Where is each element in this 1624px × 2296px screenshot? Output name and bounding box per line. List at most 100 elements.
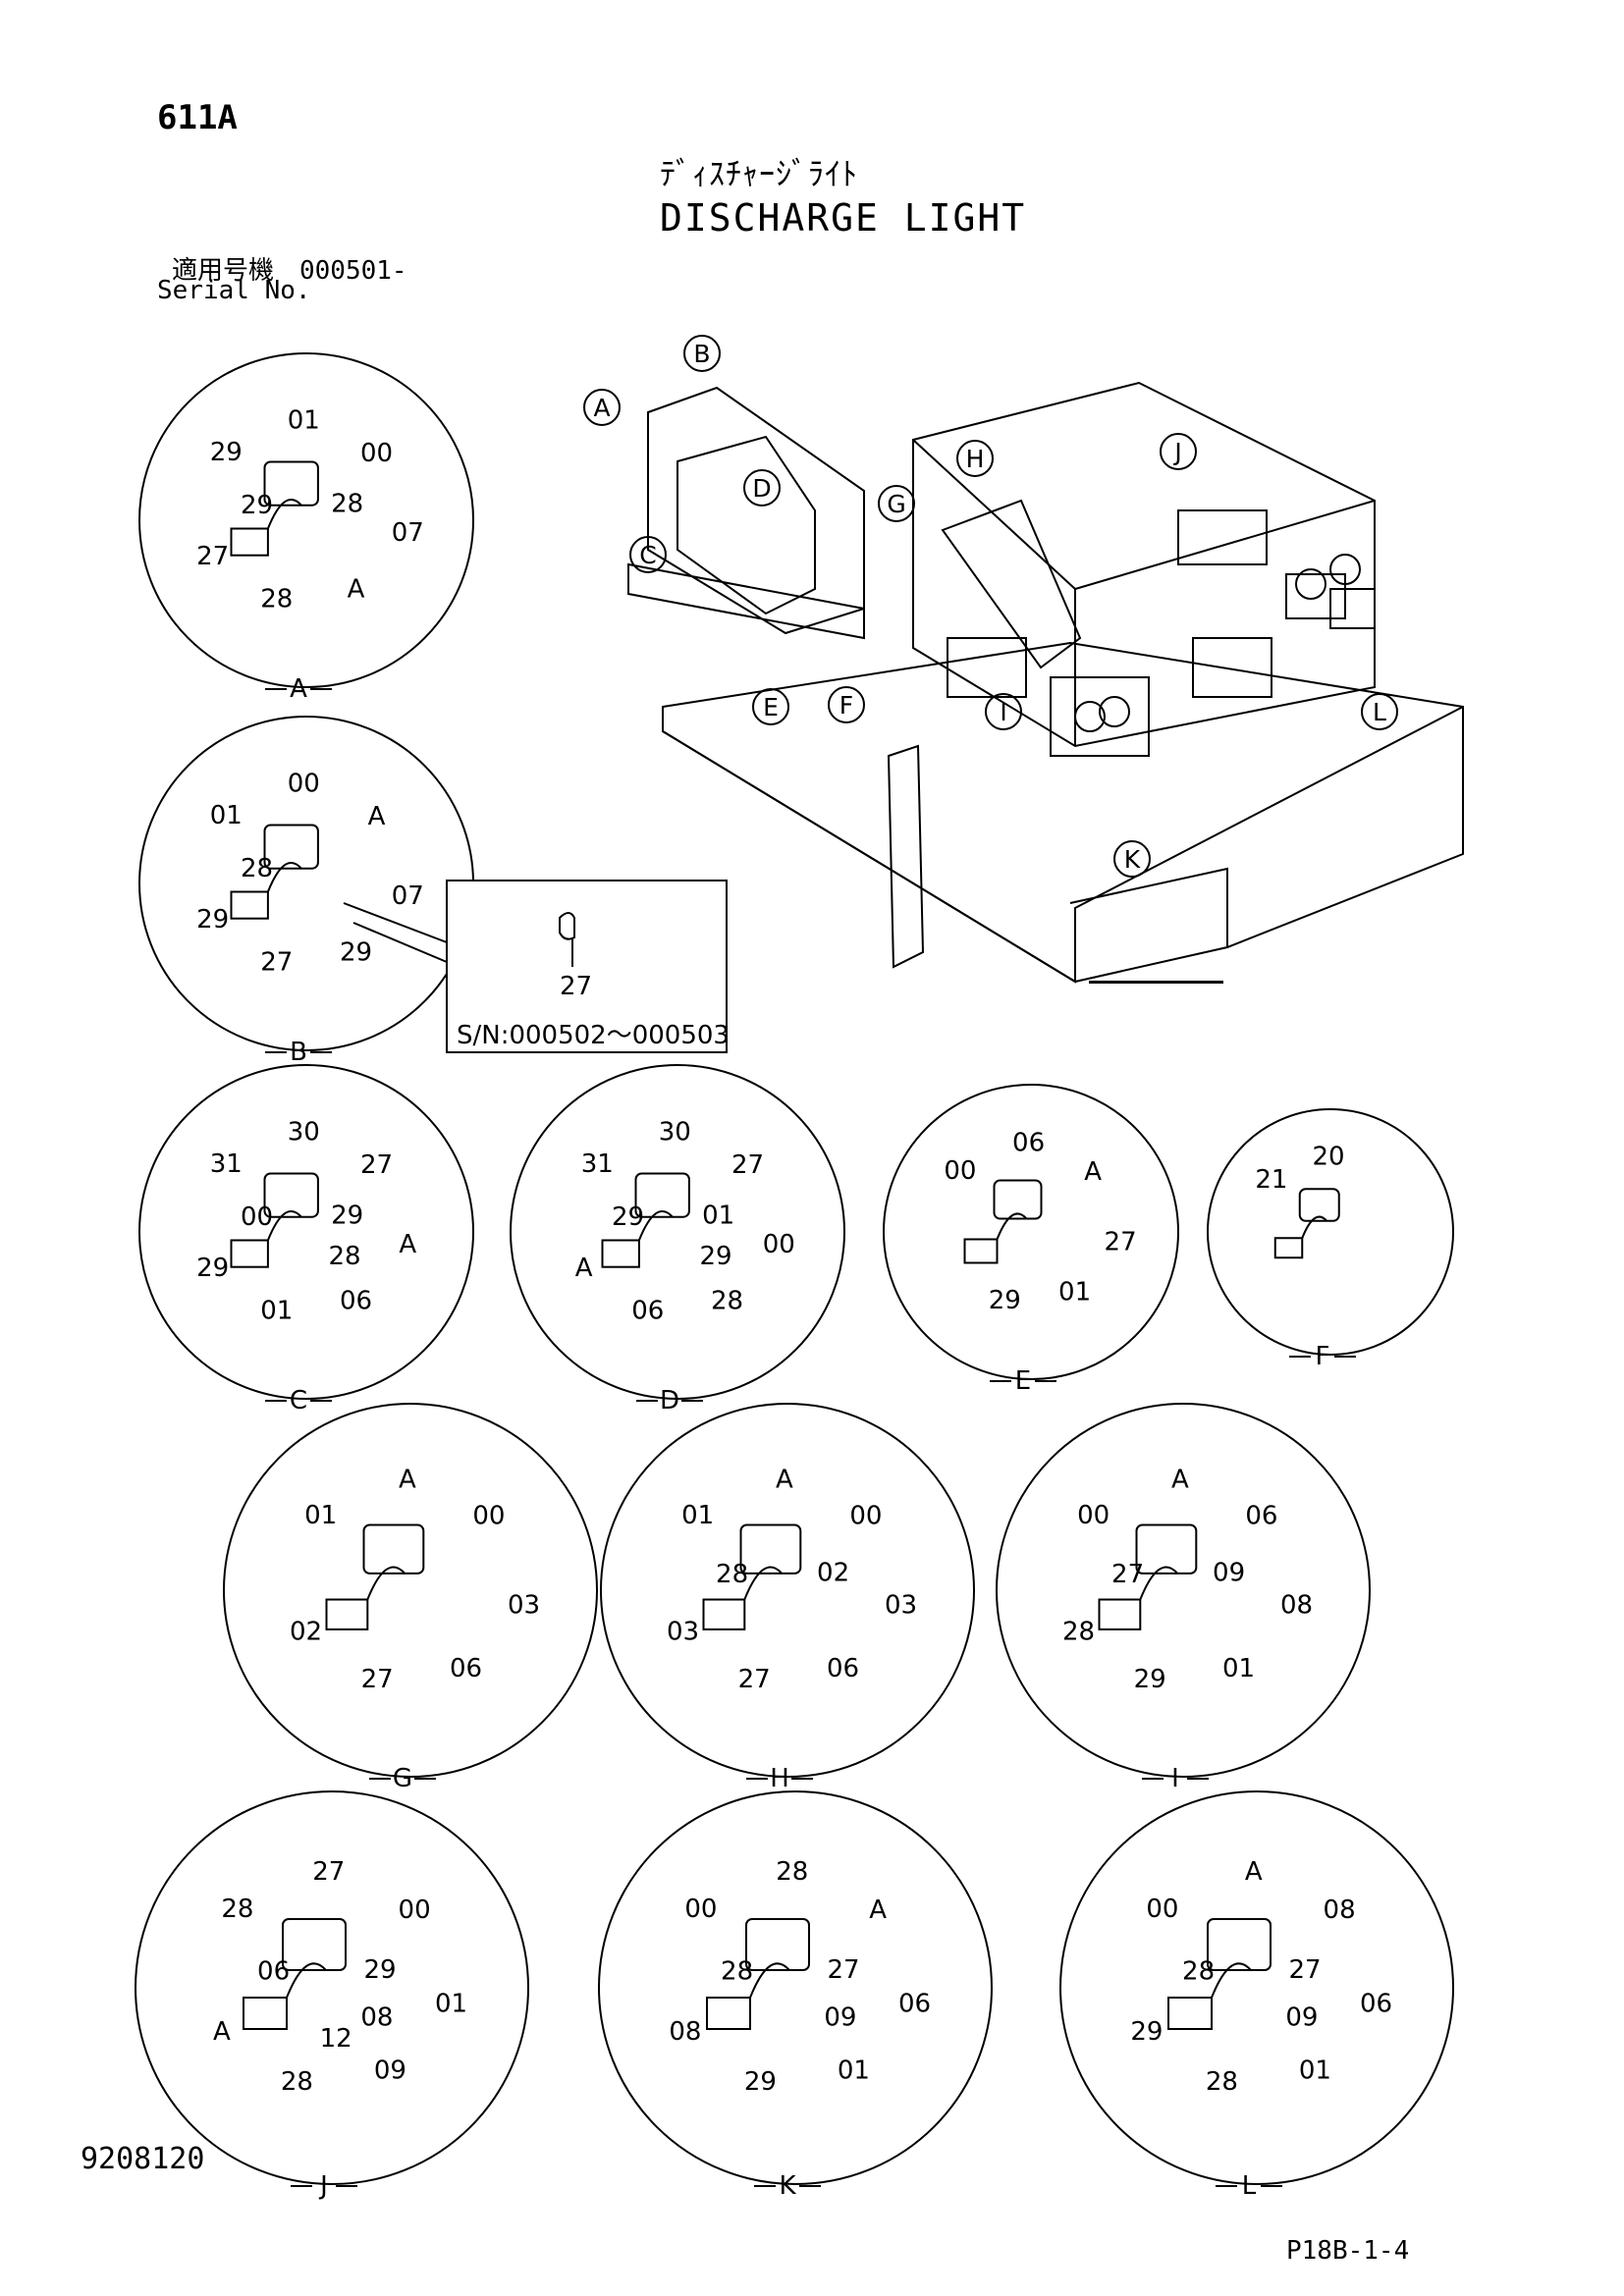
part-number-label: 28 xyxy=(331,490,363,519)
part-number-label: 29 xyxy=(1130,2017,1163,2047)
part-number-label: A xyxy=(575,1254,593,1283)
detail-view-letter: F xyxy=(1316,1342,1330,1371)
page-title: DISCHARGE LIGHT xyxy=(660,196,1027,240)
harness-cable xyxy=(1139,1566,1179,1600)
callout-c: C xyxy=(639,541,656,569)
ballast-body xyxy=(702,1598,746,1630)
part-number-label: 00 xyxy=(472,1502,505,1531)
detail-view-letter: G xyxy=(393,1764,412,1793)
part-number-label: A xyxy=(213,2017,231,2047)
part-number-label: A xyxy=(399,1230,416,1259)
part-number-label: 09 xyxy=(1285,2003,1318,2033)
part-number-label: 27 xyxy=(731,1150,764,1180)
part-number-label: 28 xyxy=(1206,2067,1238,2097)
part-number-label: 01 xyxy=(1299,2056,1331,2086)
serial-applicability-japanese: 適用号機 000501- xyxy=(172,256,407,286)
part-number-label: 27 xyxy=(1105,1228,1137,1257)
part-number-label: 28 xyxy=(241,854,273,883)
callout-h: H xyxy=(966,445,985,473)
part-number-label: 27 xyxy=(1111,1560,1144,1589)
part-number-label: 03 xyxy=(508,1590,540,1620)
part-number-label: 21 xyxy=(1255,1165,1287,1195)
detail-circle xyxy=(510,1064,845,1400)
overview-callout-markers xyxy=(583,335,1398,878)
callout-l: L xyxy=(1373,698,1386,726)
callout-a: A xyxy=(593,394,610,422)
harness-cable xyxy=(743,1566,784,1600)
inset-serial-range: S/N:000502～000503 xyxy=(457,1021,730,1050)
detail-circle xyxy=(135,1790,529,2185)
callout-i: I xyxy=(1000,698,1006,726)
harness-cable xyxy=(266,1210,302,1241)
ballast-body xyxy=(230,527,269,557)
part-number-label: 01 xyxy=(435,1990,467,2019)
part-number-label: 06 xyxy=(257,1957,290,1987)
serial-applicability-label: Serial No. xyxy=(157,276,311,305)
lamp-body xyxy=(1298,1188,1340,1222)
detail-circle xyxy=(1059,1790,1454,2185)
detail-view-letter: J xyxy=(318,2171,328,2201)
part-number-label: 29 xyxy=(241,491,273,520)
part-number-label: 01 xyxy=(260,1297,293,1326)
document-number: 9208120 xyxy=(81,2142,205,2176)
detail-circle xyxy=(138,1064,474,1400)
part-number-label: 01 xyxy=(702,1201,734,1231)
part-number-label: 09 xyxy=(374,2056,406,2086)
overview-callout-labels: A B C D E F G H I J K L xyxy=(593,340,1386,874)
part-number-label: 00 xyxy=(763,1230,795,1259)
part-number-label: 03 xyxy=(667,1617,699,1646)
ballast-body xyxy=(1098,1598,1142,1630)
lamp-body xyxy=(263,824,319,870)
detail-b-inset: 27 S/N:000502～000503 xyxy=(343,880,730,1053)
ballast-body xyxy=(963,1238,999,1264)
lamp-body xyxy=(993,1179,1043,1220)
part-number-label: 29 xyxy=(340,938,372,968)
part-number-label: 06 xyxy=(898,1990,931,2019)
detail-view-letter: I xyxy=(1171,1764,1179,1793)
part-number-label: 29 xyxy=(196,905,229,934)
part-number-label: 00 xyxy=(288,770,320,799)
ballast-body xyxy=(230,1239,269,1268)
part-number-label: 28 xyxy=(221,1895,253,1924)
detail-view-letter: H xyxy=(770,1764,789,1793)
part-number-label: 06 xyxy=(1012,1129,1045,1158)
part-number-label: 00 xyxy=(684,1895,717,1924)
detail-view-letter: E xyxy=(1015,1366,1031,1396)
part-number-label: 00 xyxy=(944,1156,976,1186)
detail-circle xyxy=(883,1084,1179,1380)
part-number-label: 28 xyxy=(328,1242,360,1271)
lamp-body xyxy=(739,1523,802,1575)
page-code: 611A xyxy=(157,98,238,137)
harness-cable xyxy=(1211,1962,1252,1999)
part-number-label: 29 xyxy=(1134,1665,1166,1694)
detail-view-letter: K xyxy=(779,2171,796,2201)
detail-view-letter: L xyxy=(1242,2171,1257,2201)
part-number-label: 01 xyxy=(681,1501,714,1530)
part-number-label: A xyxy=(399,1466,416,1495)
part-number-label: 07 xyxy=(392,881,424,911)
part-number-label: 29 xyxy=(331,1201,363,1231)
part-number-label: 27 xyxy=(361,1665,394,1694)
part-number-label: A xyxy=(1171,1466,1189,1495)
ballast-body xyxy=(243,1997,288,2030)
part-number-label: 31 xyxy=(581,1149,614,1179)
detail-view-letter: B xyxy=(290,1038,307,1067)
callout-j: J xyxy=(1172,438,1181,466)
ballast-body xyxy=(706,1997,751,2030)
lamp-body xyxy=(1207,1918,1272,1971)
part-number-label: 27 xyxy=(360,1150,393,1180)
part-number-label: 01 xyxy=(304,1501,337,1530)
callout-e: E xyxy=(763,693,779,721)
part-number-label: 01 xyxy=(1222,1654,1255,1683)
part-number-label: 28 xyxy=(1182,1957,1215,1987)
part-number-label: 12 xyxy=(320,2024,352,2054)
part-number-label: A xyxy=(348,575,365,605)
part-number-label: 08 xyxy=(1324,1896,1356,1925)
